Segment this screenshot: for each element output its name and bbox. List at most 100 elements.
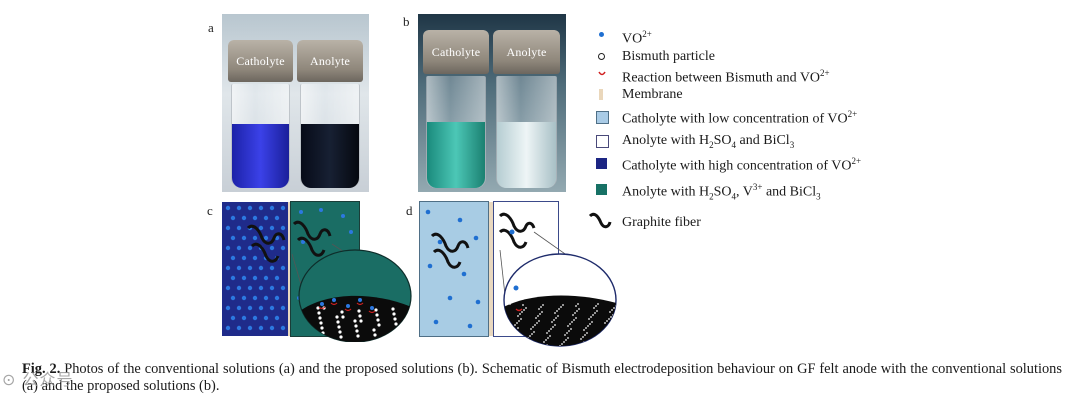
particle-dot	[523, 309, 525, 311]
particle-dot	[269, 245, 275, 251]
particle-dot	[550, 328, 552, 330]
particle-dot	[263, 215, 269, 221]
particle-dot	[561, 343, 563, 345]
legend-text: VO	[622, 31, 643, 47]
legend-text: Catholyte with high concentration of VO	[622, 158, 852, 174]
particle-dot	[396, 332, 400, 336]
particle-dot	[533, 331, 535, 333]
particle-dot	[353, 319, 357, 323]
panel-letter-b: b	[403, 14, 410, 29]
vo2-dot-icon	[599, 32, 604, 37]
particle-dot	[532, 326, 534, 328]
vial-label: Catholyte	[236, 53, 285, 68]
particle-dot	[241, 235, 247, 241]
legend-label-reaction: Reaction between Bismuth and VO2+	[622, 69, 830, 86]
particle-dot	[301, 240, 305, 244]
caption-text: Photos of the conventional solutions (a)…	[22, 361, 1062, 394]
particle-dot	[252, 255, 258, 261]
graphite-fiber	[430, 232, 470, 253]
particle-dot	[604, 322, 606, 324]
graphite-fiber	[498, 228, 528, 249]
particle-dot	[391, 307, 395, 311]
legend-label-catholyte-low: Catholyte with low concentration of VO2+	[622, 110, 857, 127]
particle-dot	[241, 275, 247, 281]
particle-dot	[394, 322, 398, 326]
particle-dot	[544, 346, 546, 348]
vial-glass	[496, 76, 557, 188]
particle-dot	[258, 305, 264, 311]
graphite-fiber	[296, 236, 326, 257]
graphite-fiber-cross-section	[504, 295, 616, 346]
particle-dot	[534, 324, 536, 326]
vial-catholyte-a: Catholyte	[228, 40, 293, 188]
particle-dot	[594, 312, 596, 314]
particle-dot	[317, 311, 321, 315]
particle-dot	[600, 338, 602, 340]
particle-dot	[247, 305, 253, 311]
particle-dot	[274, 275, 280, 281]
vial-label: Anolyte	[506, 44, 547, 59]
particle-dot	[558, 308, 560, 310]
particle-dot	[230, 295, 236, 301]
particle-dot	[258, 325, 264, 331]
particle-dot	[236, 285, 242, 291]
particle-dot	[596, 310, 598, 312]
particle-dot	[535, 317, 537, 319]
legend-text: and BiCl	[762, 184, 817, 200]
particle-dot	[467, 323, 473, 329]
particle-dot	[269, 305, 275, 311]
particle-dot	[392, 312, 396, 316]
particle-dot	[230, 255, 236, 261]
particle-dot	[252, 235, 258, 241]
particle-dot	[521, 311, 523, 313]
particle-dot	[597, 303, 599, 305]
particle-dot	[563, 341, 565, 343]
particle-dot	[339, 335, 343, 339]
particle-dot	[611, 309, 613, 311]
particle-dot	[610, 316, 612, 318]
particle-dot	[236, 225, 242, 231]
particle-dot	[269, 285, 275, 291]
legend-sup: 2+	[851, 156, 862, 166]
particle-dot	[358, 314, 362, 318]
particle-dot	[555, 317, 557, 319]
particle-dot	[569, 323, 571, 325]
particle-dot	[612, 346, 614, 348]
particle-dot	[585, 327, 587, 329]
particle-dot	[538, 320, 540, 322]
particle-dot	[230, 275, 236, 281]
particle-dot	[461, 271, 467, 277]
vial-catholyte-b: Catholyte	[423, 30, 489, 188]
particle-dot	[548, 330, 550, 332]
legend-sub: 3	[816, 191, 821, 202]
particle-dot	[359, 319, 363, 323]
vial-anolyte-b: Anolyte	[493, 30, 560, 188]
particle-dot	[575, 317, 577, 319]
particle-dot	[372, 328, 376, 332]
particle-dot	[427, 263, 433, 269]
particle-dot	[537, 315, 539, 317]
particle-dot	[511, 333, 513, 335]
particle-dot	[509, 303, 511, 305]
particle-dot	[579, 345, 581, 346]
particle-dot	[247, 205, 253, 211]
particle-dot	[320, 326, 324, 330]
reaction-mark	[356, 302, 364, 306]
particle-dot	[509, 335, 511, 337]
particle-dot	[280, 265, 286, 271]
particle-dot	[568, 330, 570, 332]
particle-dot	[589, 323, 591, 325]
vial-cap: Anolyte	[493, 30, 560, 74]
particle-dot	[319, 321, 323, 325]
particle-dot	[340, 310, 344, 314]
particle-dot	[252, 215, 258, 221]
legend-text: SO	[713, 184, 732, 200]
particle-dot	[567, 325, 569, 327]
catholyte-liquid	[232, 124, 289, 188]
legend-sup: 2+	[820, 68, 830, 78]
particle-dot	[512, 338, 514, 340]
particle-dot	[358, 298, 362, 302]
particle-dot	[230, 215, 236, 221]
legend-text: Anolyte with H	[622, 184, 710, 200]
particle-dot	[269, 325, 275, 331]
